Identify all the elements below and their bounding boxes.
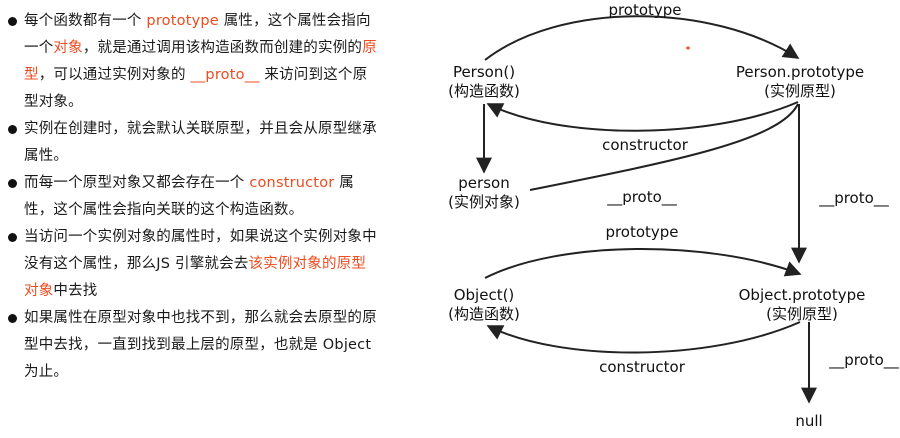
- constructor-arrow-top: [486, 101, 799, 132]
- object-constructor-sub: (构造函数): [448, 305, 520, 323]
- bullet-text: 如果属性在原型对象中也找不到，那么就会去原型的原型中去找，一直到找到最上层的原型…: [24, 310, 377, 380]
- bullet-dot-icon: [8, 233, 17, 242]
- highlighted-term: 原型: [24, 40, 377, 83]
- bullet-item: 当访问一个实例对象的属性时，如果说这个实例对象中没有这个属性，那么JS 引擎就会…: [6, 224, 378, 305]
- bullet-dot-icon: [8, 179, 17, 188]
- object-prototype-sub: (实例原型): [766, 305, 838, 323]
- null-label: null: [795, 412, 822, 430]
- person-prototype-sub: (实例原型): [764, 82, 836, 100]
- bullet-text: 中去找: [53, 283, 98, 299]
- bullet-text: ，就是通过调用该构造函数而创建的实例的: [82, 40, 363, 56]
- edge-label-prototype-bottom: prototype: [605, 223, 678, 241]
- constructor-arrow-bottom: [486, 321, 801, 354]
- person-instance-name: person: [458, 174, 509, 192]
- person-prototype-name: Person.prototype: [736, 63, 864, 81]
- bullet-item: 每个函数都有一个 prototype 属性，这个属性会指向一个对象，就是通过调用…: [6, 8, 378, 116]
- bullet-text: 每个函数都有一个: [24, 13, 147, 29]
- proto-instance-curve: [529, 103, 799, 191]
- edge-label-proto-instance: __proto__: [606, 188, 677, 207]
- edge-label-constructor-bottom: constructor: [599, 358, 686, 376]
- bullet-text: 属性，这个属性会指向关联的这个构造函数。: [24, 175, 354, 218]
- diagram-canvas: Person() (构造函数) Person.prototype (实例原型) …: [448, 1, 899, 430]
- object-prototype-name: Object.prototype: [739, 286, 866, 304]
- prototype-arrow-top: [484, 15, 800, 61]
- bullet-dot-icon: [8, 125, 17, 134]
- bullet-text: 来访问到这个原型对象。: [24, 67, 368, 110]
- edge-label-proto-null: __proto__: [828, 351, 899, 370]
- bullet-dot-icon: [8, 17, 17, 26]
- prototype-arrow-bottom: [484, 247, 802, 279]
- bullet-item: 如果属性在原型对象中也找不到，那么就会去原型的原型中去找，一直到找到最上层的原型…: [6, 305, 378, 386]
- edge-label-prototype-top: prototype: [608, 1, 681, 19]
- bullet-item: 实例在创建时，就会默认关联原型，并且会从原型继承属性。: [6, 116, 378, 170]
- accent-dot: [686, 46, 690, 50]
- bullet-text: 属性，这个属性会指向一个: [24, 13, 371, 56]
- bullet-text: 当访问一个实例对象的属性时，如果说这个实例对象中没有这个属性，那么JS 引擎就会…: [24, 229, 377, 272]
- bullet-item: 而每一个原型对象又都会存在一个 constructor 属性，这个属性会指向关联…: [6, 170, 378, 224]
- person-constructor-sub: (构造函数): [448, 82, 520, 100]
- edge-label-proto-chain: __proto__: [818, 189, 889, 208]
- highlighted-term: prototype: [146, 13, 219, 29]
- highlighted-term: 对象: [53, 40, 83, 56]
- object-constructor-name: Object(): [454, 286, 515, 304]
- bullet-dot-icon: [8, 314, 17, 323]
- highlighted-term: 该实例对象的原型对象: [24, 256, 367, 299]
- person-instance-sub: (实例对象): [448, 193, 520, 211]
- bullet-text: ，可以通过实例对象的: [38, 67, 191, 83]
- highlighted-term: constructor: [249, 175, 335, 191]
- edge-label-constructor-top: constructor: [602, 136, 689, 154]
- prototype-chain-diagram: Person() (构造函数) Person.prototype (实例原型) …: [380, 0, 900, 438]
- bullet-text: 而每一个原型对象又都会存在一个: [24, 175, 250, 191]
- person-constructor-name: Person(): [453, 63, 515, 81]
- bullet-list: 每个函数都有一个 prototype 属性，这个属性会指向一个对象，就是通过调用…: [6, 8, 378, 386]
- bullet-text: 实例在创建时，就会默认关联原型，并且会从原型继承属性。: [24, 121, 377, 164]
- highlighted-term: __proto__: [190, 67, 260, 83]
